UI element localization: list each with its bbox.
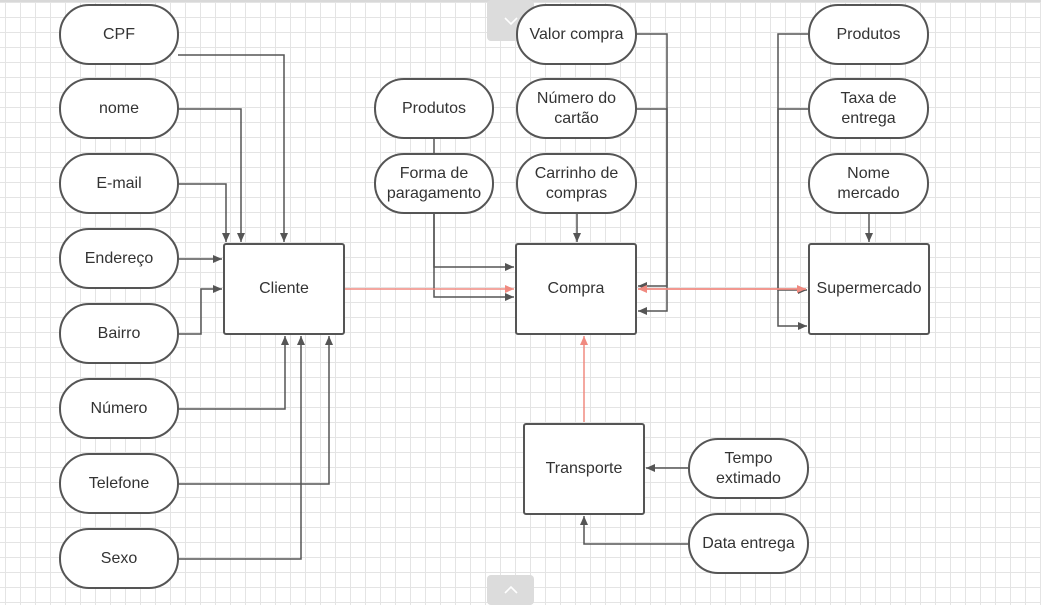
edge-telefone-cliente[interactable] <box>178 336 333 485</box>
attr-bairro[interactable]: Bairro <box>59 303 179 364</box>
attr-label: Telefone <box>88 474 150 492</box>
entity-transporte[interactable]: Transporte <box>523 423 645 515</box>
edge-forma-pagamento-compra[interactable] <box>433 212 514 301</box>
attr-nome[interactable]: nome <box>59 78 179 139</box>
entity-cliente[interactable]: Cliente <box>223 243 345 335</box>
attr-label: Tempo extimado <box>716 449 781 487</box>
chevron-up-icon <box>503 585 518 594</box>
attr-label: CPF <box>103 25 135 43</box>
entity-supermercado[interactable]: Supermercado <box>808 243 930 335</box>
attr-label: nome <box>98 99 140 117</box>
attr-email[interactable]: E-mail <box>59 153 179 214</box>
edge-nome-cliente[interactable] <box>178 108 245 242</box>
attr-carrinho[interactable]: Carrinho de compras <box>516 153 637 214</box>
attr-label: Nome mercado <box>837 164 900 202</box>
entity-label: Compra <box>547 280 605 297</box>
attr-sexo[interactable]: Sexo <box>59 528 179 589</box>
attr-label: Bairro <box>97 324 141 342</box>
attr-label: Valor compra <box>529 25 624 43</box>
attr-label: Data entrega <box>702 534 795 552</box>
attr-label: Carrinho de compras <box>534 164 619 202</box>
attr-label: Número <box>90 399 148 417</box>
attr-label: Endereço <box>84 249 154 267</box>
edge-email-cliente[interactable] <box>178 183 230 242</box>
edge-taxa-supermercado[interactable] <box>777 108 808 330</box>
attr-data-entrega[interactable]: Data entrega <box>688 513 809 574</box>
attr-nome-mercado[interactable]: Nome mercado <box>808 153 929 214</box>
attr-tempo-estimado[interactable]: Tempo extimado <box>688 438 809 499</box>
attr-endereco[interactable]: Endereço <box>59 228 179 289</box>
attr-label: E-mail <box>96 174 142 192</box>
attr-numero[interactable]: Número <box>59 378 179 439</box>
attr-produtos-compra[interactable]: Produtos <box>374 78 494 139</box>
attr-label: Produtos <box>836 25 901 43</box>
edge-bairro-cliente[interactable] <box>178 285 222 335</box>
attr-label: Número do cartão <box>536 89 617 127</box>
edge-sexo-cliente[interactable] <box>178 336 305 560</box>
edge-numero-cartao-compra[interactable] <box>636 108 668 315</box>
attr-cpf[interactable]: CPF <box>59 4 179 65</box>
chevron-down-icon <box>503 16 518 25</box>
attr-valor-compra[interactable]: Valor compra <box>516 4 637 65</box>
edge-numero-cliente[interactable] <box>178 336 289 410</box>
entity-label: Supermercado <box>816 280 922 297</box>
entity-label: Transporte <box>545 460 623 477</box>
attr-label: Sexo <box>100 549 138 567</box>
attr-telefone[interactable]: Telefone <box>59 453 179 514</box>
expand-handle[interactable] <box>487 575 534 605</box>
attr-taxa-entrega[interactable]: Taxa de entrega <box>808 78 929 139</box>
entity-compra[interactable]: Compra <box>515 243 637 335</box>
attr-label: Forma de paragamento <box>386 164 482 202</box>
attr-numero-cartao[interactable]: Número do cartão <box>516 78 637 139</box>
attr-label: Taxa de entrega <box>840 89 897 127</box>
edge-valor-compra[interactable] <box>636 33 668 290</box>
attr-label: Produtos <box>401 99 467 117</box>
edge-produtos-supermercado[interactable] <box>777 33 808 294</box>
attr-produtos-mercado[interactable]: Produtos <box>808 4 929 65</box>
edge-cpf-cliente[interactable] <box>178 54 288 242</box>
edge-data-transporte[interactable] <box>580 516 688 545</box>
entity-label: Cliente <box>259 280 309 297</box>
attr-forma-pagamento[interactable]: Forma de paragamento <box>374 153 494 214</box>
